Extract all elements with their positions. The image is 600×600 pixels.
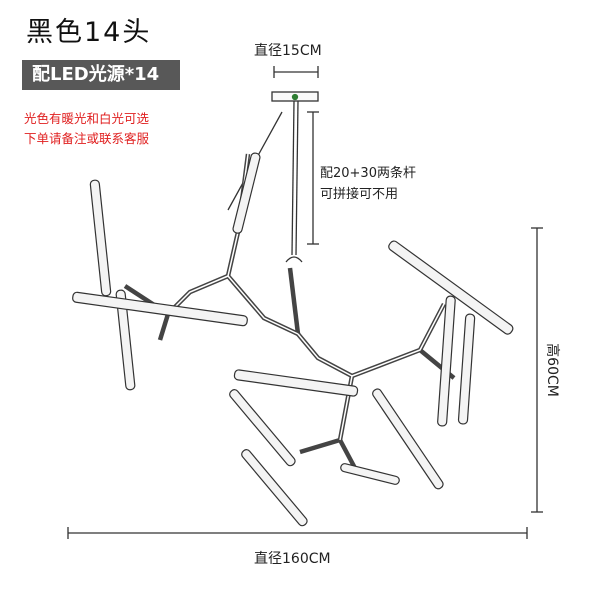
light-tube-10 xyxy=(457,313,476,425)
light-tube-5 xyxy=(233,369,359,397)
light-tube-7 xyxy=(241,449,308,527)
light-tube-1 xyxy=(89,179,112,297)
width-label: 直径160CM xyxy=(254,551,331,567)
rod-length-dimension xyxy=(307,111,319,245)
light-tube-11 xyxy=(372,388,444,490)
light-tube-6 xyxy=(229,389,296,467)
light-tube-3 xyxy=(72,291,248,327)
light-tube-9 xyxy=(437,295,456,427)
order-remark-note: 下单请备注或联系客服 xyxy=(24,131,150,146)
rod-splice-label: 可拼接可不用 xyxy=(320,187,399,202)
light-tube-12 xyxy=(340,463,400,485)
light-tube-8 xyxy=(388,240,514,335)
light-tube-4 xyxy=(232,152,261,234)
width-dimension-line xyxy=(67,527,528,539)
suspension-rod xyxy=(285,100,303,263)
light-tube-2 xyxy=(115,289,136,391)
height-dimension-line xyxy=(531,227,543,513)
canopy-diameter-label: 直径15CM xyxy=(254,43,322,59)
product-title: 黑色14头 xyxy=(26,17,152,48)
light-color-note: 光色有暖光和白光可选 xyxy=(24,111,150,126)
light-source-badge: 配LED光源*14 xyxy=(22,60,180,90)
canopy-dimension-line xyxy=(273,66,319,78)
rod-info-label: 配20+30两条杆 xyxy=(320,166,416,181)
light-tubes xyxy=(72,152,514,527)
canopy-screw xyxy=(291,93,299,101)
